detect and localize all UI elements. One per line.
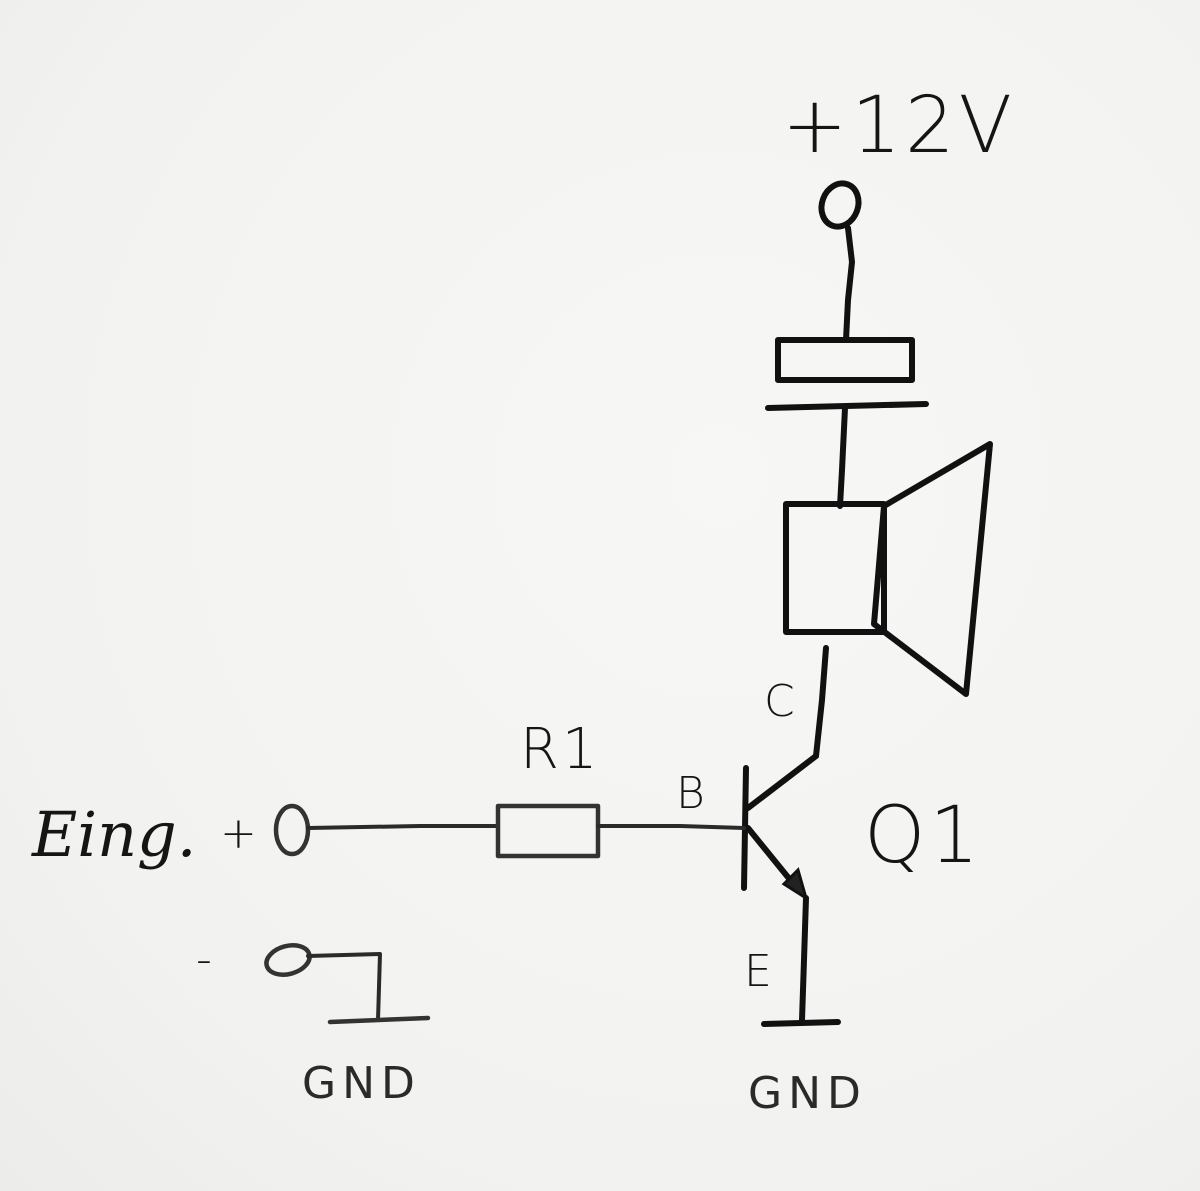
input-minus-terminal [264, 943, 312, 977]
emitter-arrow-icon [781, 867, 809, 902]
base-label: B [676, 768, 705, 819]
input-to-resistor-wire [306, 824, 500, 830]
collector-wire [813, 645, 829, 759]
resistor-r1-body [495, 803, 601, 859]
resistor-label: R1 [520, 717, 601, 782]
collector-label: C [764, 676, 795, 727]
ground-symbol-right [761, 1019, 841, 1027]
input-minus-wire [306, 952, 382, 1022]
supply-label: +12V [782, 81, 1016, 171]
transistor-label: Q1 [864, 791, 983, 881]
resistor-to-base-wire [596, 824, 746, 830]
input-label: Eing. [31, 798, 196, 871]
gnd-label-left: GND [302, 1058, 421, 1109]
ground-symbol-left [327, 1015, 431, 1025]
capacitor-plate-positive [775, 337, 915, 383]
capacitor-to-speaker-wire [837, 405, 848, 509]
input-minus-label: - [196, 934, 212, 985]
input-plus-label: + [220, 808, 257, 859]
transistor-collector-lead [745, 753, 819, 811]
speaker-cone [871, 441, 993, 697]
supply-terminal [818, 180, 862, 230]
gnd-label-right: GND [748, 1068, 867, 1119]
emitter-wire [799, 895, 809, 1023]
supply-wire [843, 225, 855, 343]
emitter-label: E [744, 946, 772, 997]
speaker-coil-body [783, 501, 887, 635]
input-plus-terminal [273, 803, 311, 857]
